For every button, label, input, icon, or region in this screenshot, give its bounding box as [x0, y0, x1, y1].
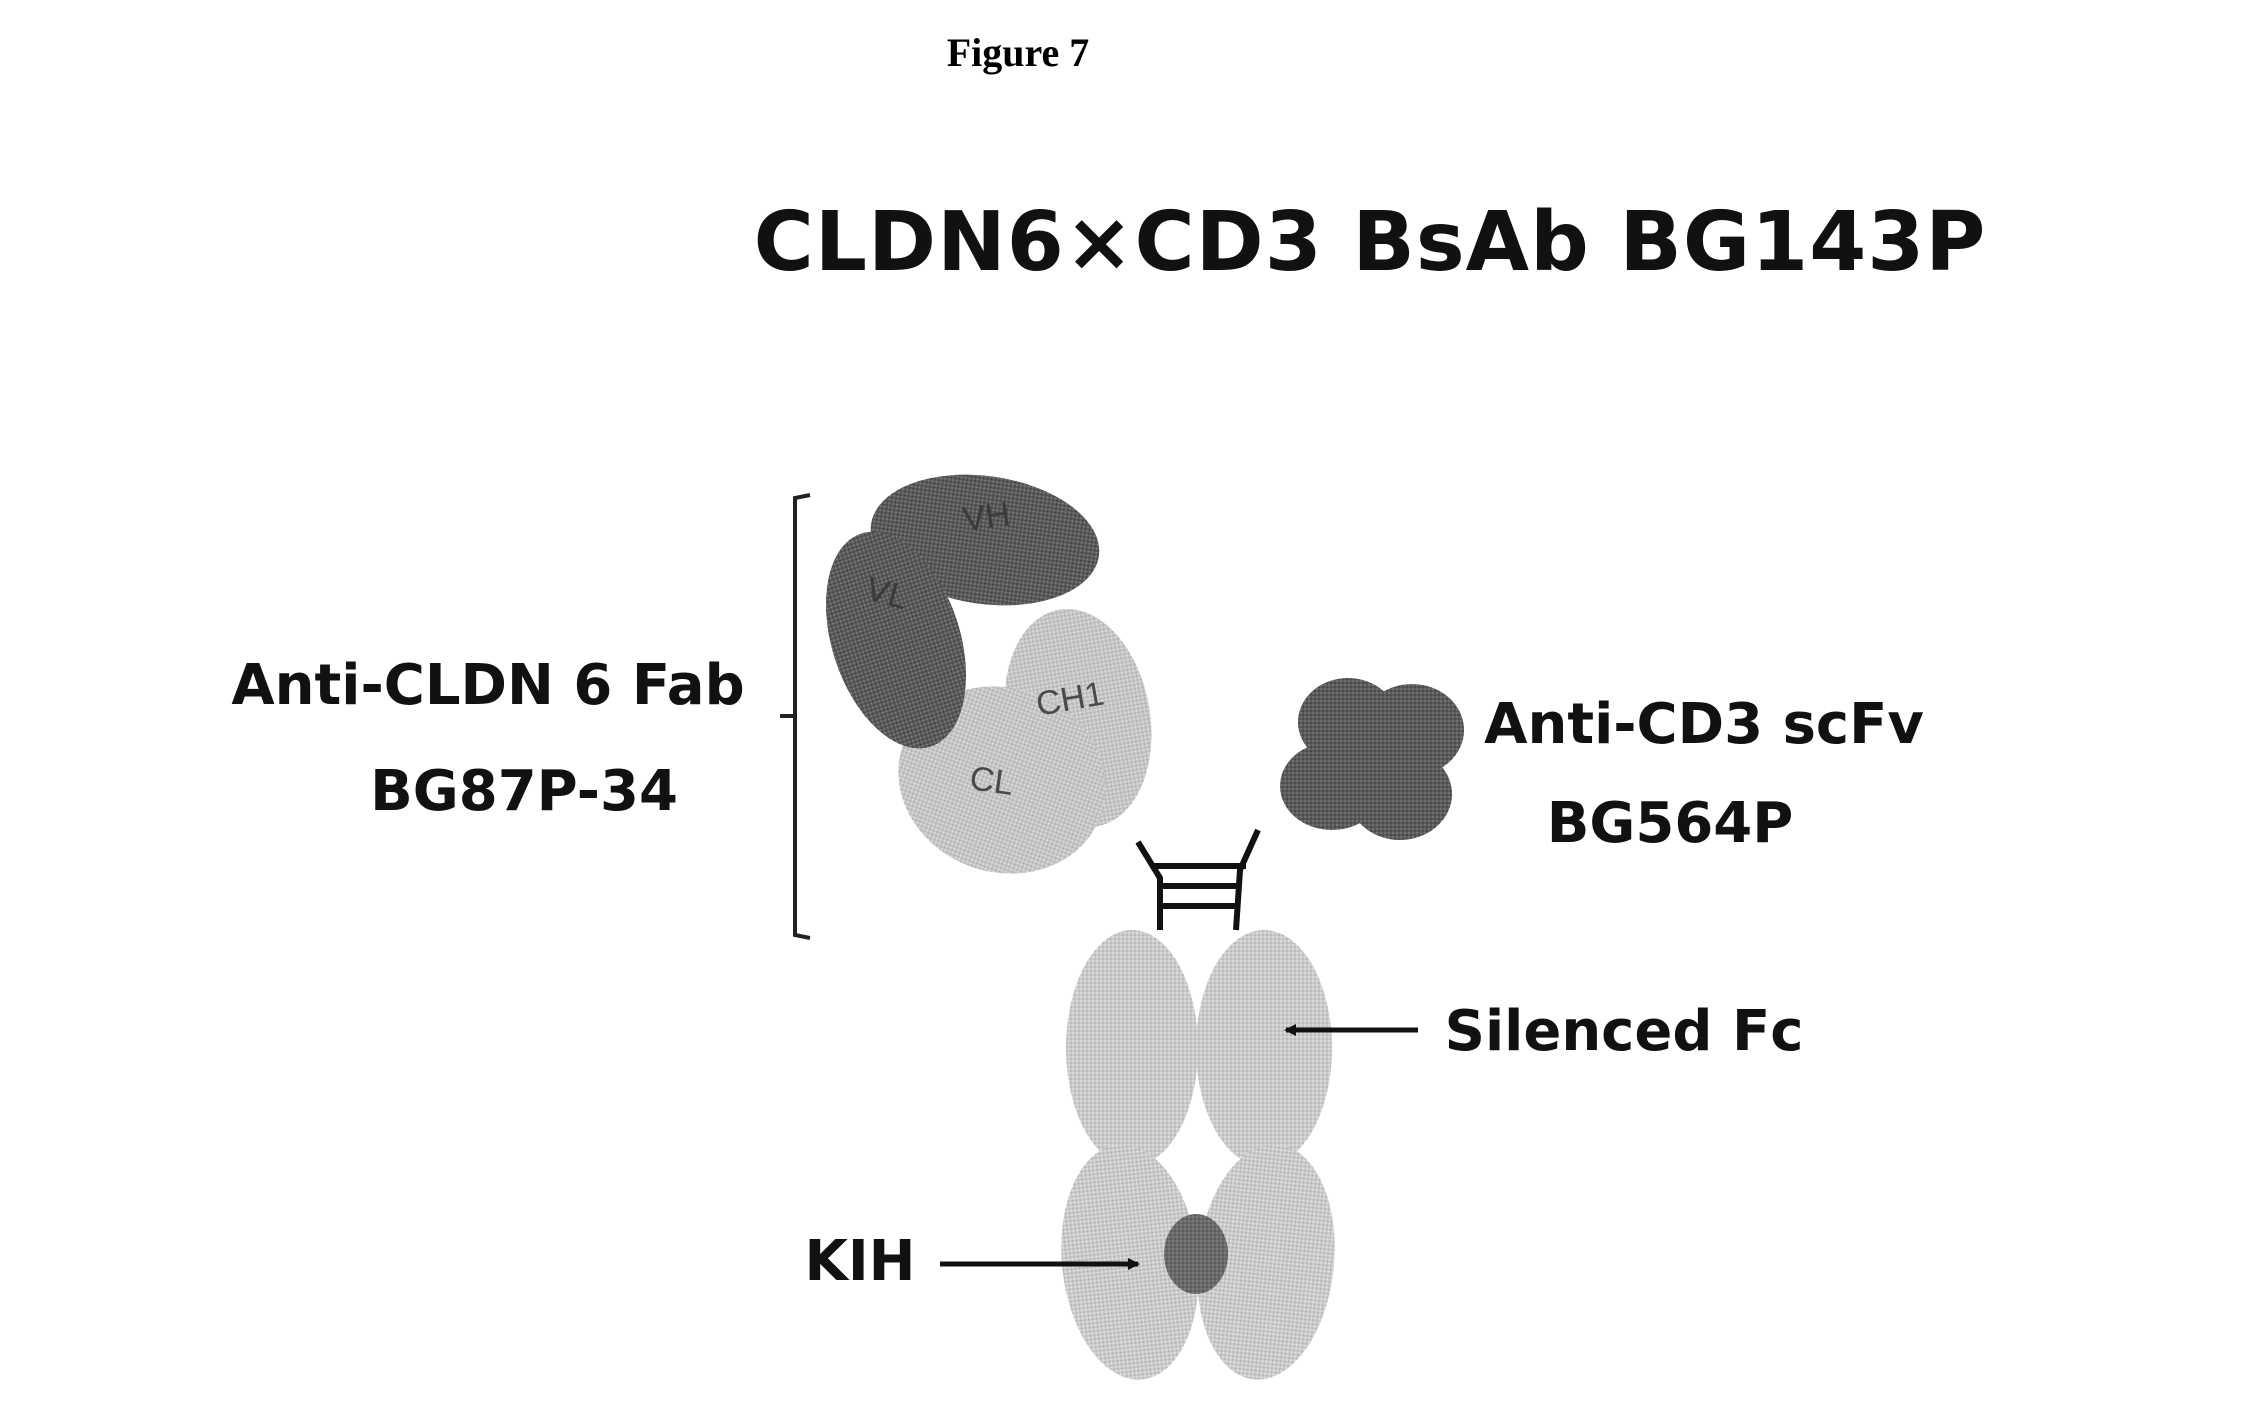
fc-ch3-right — [1197, 1144, 1335, 1380]
fc-ch2-left — [1066, 930, 1198, 1166]
kih-label: KIH — [804, 1229, 915, 1294]
scfv-label-line2: BG564P — [1547, 791, 1794, 856]
figure-caption: Figure 7 — [947, 30, 1090, 75]
fab-label-line1: Anti-CLDN 6 Fab — [231, 653, 744, 718]
scfv-domain — [1280, 678, 1464, 840]
fc-label: Silenced Fc — [1445, 999, 1804, 1064]
fc-ch2-domains — [1066, 930, 1332, 1166]
fc-ch2-right — [1196, 930, 1332, 1166]
fab-light-chain-constant — [898, 608, 1152, 874]
diagram-title: CLDN6×CD3 BsAb BG143P — [754, 195, 1987, 290]
fab-bracket — [793, 493, 811, 940]
cl-label: CL — [967, 759, 1015, 803]
vh-label: VH — [960, 495, 1012, 539]
fab-label-line2: BG87P-34 — [370, 759, 678, 824]
kih-knob — [1164, 1214, 1228, 1294]
vl-domain — [825, 531, 967, 749]
hinge-region — [1135, 828, 1261, 931]
cl-domain — [898, 686, 1106, 874]
scfv-label-line1: Anti-CD3 scFv — [1484, 692, 1924, 757]
fab-variable-domains — [825, 474, 1100, 749]
